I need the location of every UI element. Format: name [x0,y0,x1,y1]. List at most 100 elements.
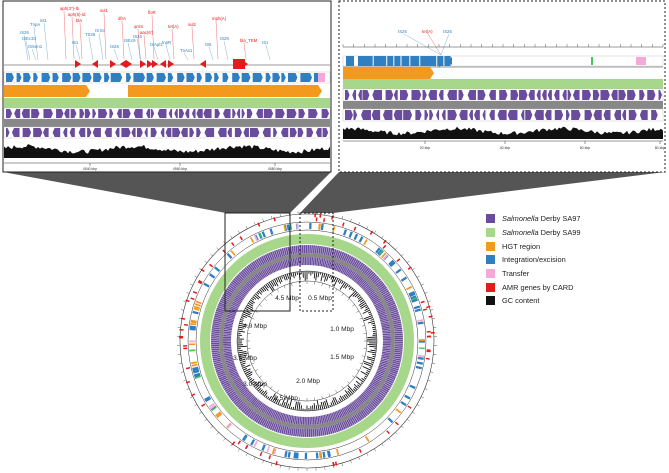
sa97-gene-gap [378,366,387,370]
sa97-gene-gap [347,269,352,277]
sa97-gene-gap [321,246,324,255]
sa97-gene-gap [220,379,229,384]
sa97-track-1-gene [627,90,636,100]
sa97-gene-gap [394,348,403,350]
gc-spike [237,349,243,352]
legend-label: GC content [502,296,540,306]
amr-ring-mark [259,451,263,457]
sa97-gene-gap [260,417,265,426]
label-leader [151,14,155,60]
label-leader [23,34,29,61]
gene-label: IS Ec [95,28,106,33]
gc-spike [357,297,363,302]
ring-tick [401,253,404,257]
sa97-gene-gap [241,270,248,277]
sa97-gene-gap [238,384,246,390]
ring-line [195,229,419,453]
sa97-gene-gap [347,255,352,264]
sa97-gene-gap [310,416,312,425]
sa97-gene-gap [224,325,233,328]
sa97-gene-gap [308,245,310,254]
sa97-gene-gap [223,292,231,297]
transfer-ring-mark [208,402,215,408]
sa97-gene-gap [366,387,374,393]
ring-tick [406,419,410,422]
sa97-gene-gap [250,278,256,286]
inner-tick [283,285,286,289]
integration-ring-mark [411,298,418,303]
sa97-gene-gap [241,404,247,411]
sa97-gene-gap [225,360,234,363]
amr-label: tet(A) [168,24,179,29]
gc-spike [370,318,374,321]
transfer-ring-mark [273,448,277,455]
sa97-gene-gap [255,274,261,281]
gc-spike [372,355,376,358]
sa97-gene-gap [242,389,249,396]
sa97-track-1-gene [203,109,212,118]
sa97-gene-gap [323,427,325,436]
sa97-track-2-gene [371,110,381,120]
sa97-track-1-gene [146,109,151,118]
ring-tick [245,226,248,229]
sa97-gene-gap [219,378,228,382]
inner-tick [259,304,262,307]
sa97-gene-gap [394,338,403,340]
gc-spike [272,279,277,287]
sa97-gene-gap [211,349,220,352]
integration-ring-mark [388,259,395,266]
left-zoom-frame [224,212,291,312]
ring-tick [183,300,187,302]
sa97-track-2-gene [63,128,68,137]
sa97-gene-gap [229,369,237,373]
sa97-gene-gap [211,330,220,332]
sa97-gene-gap [308,428,310,437]
integration-ring-mark [250,439,256,446]
sa97-gene-gap [216,309,225,313]
label-leader [403,33,442,56]
amr-ring-mark [319,213,322,218]
integration-ring-mark [413,305,421,310]
sa97-gene-gap [280,261,284,269]
sa97-gene-gap [358,396,364,404]
sa97-gene-gap [290,258,293,267]
hgt-ring-mark [193,307,200,311]
sa97-gene-gap [232,302,240,307]
sa97-gene-gap [381,354,390,357]
amr-ring-mark [179,336,184,339]
sa97-gene-gap [326,259,330,268]
sa97-track-1-gene [236,109,241,118]
gc-spike [333,277,337,282]
sa97-gene-gap [234,398,241,404]
integration-gene [93,73,102,82]
ring-tick [237,448,240,452]
sa97-track-1-gene [393,90,398,100]
sa97-track-1-gene [214,109,221,118]
sa97-track-2-gene [489,110,495,120]
sa97-gene-gap [304,416,305,425]
gene-label: IS26 [398,29,407,34]
legend-swatch [486,255,495,265]
sa97-gene-gap [393,359,401,362]
sa97-gene-gap [370,382,378,387]
gc-spike [281,275,284,279]
amr-gene-mark [152,60,158,68]
sa97-gene-gap [356,276,362,284]
sa97-gene-gap [385,380,393,385]
sa97-track-2-gene [87,128,92,137]
gc-spike [372,353,376,356]
sa97-gene-gap [264,268,269,276]
hgt-ring-mark [195,300,202,305]
sa97-track-2-gene [306,128,314,137]
sa97-gene-gap [273,423,277,431]
hgt-ring-mark [283,225,287,232]
sa97-gene-gap [302,257,304,266]
sa97-gene-gap [317,428,320,437]
sa97-gene-gap [350,417,355,425]
sa97-gene-gap [376,394,384,400]
gene-label: TS26 [85,32,96,37]
grey-track [343,101,663,109]
sa97-gene-gap [250,411,256,419]
sa97-gene-gap [389,371,397,375]
